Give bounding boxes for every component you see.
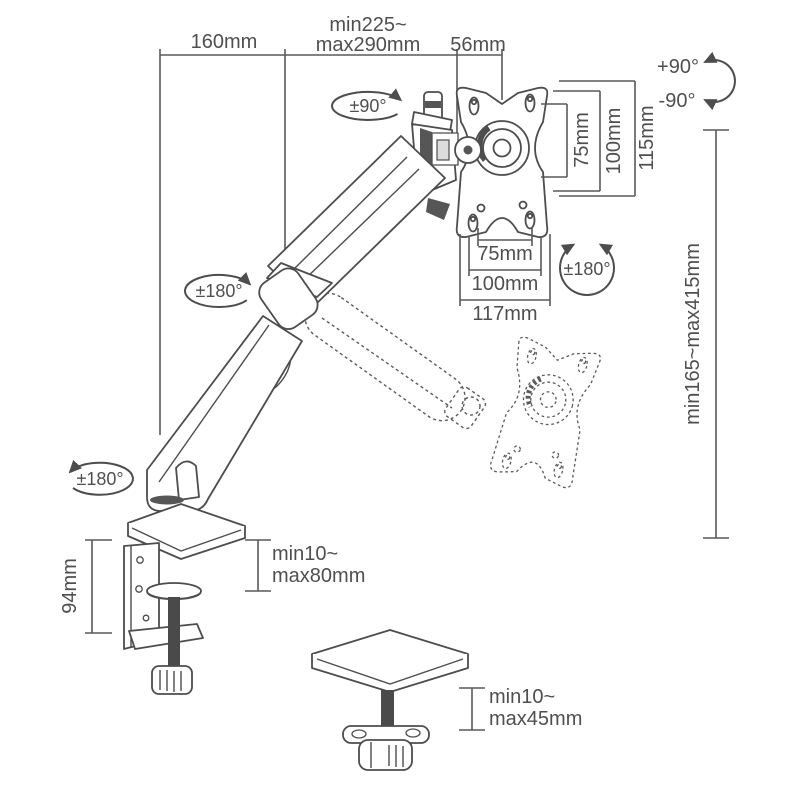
elbow-swivel-arrow xyxy=(184,272,252,308)
dim-grommet-range xyxy=(459,687,485,731)
dim-vesa-h-100 xyxy=(468,236,542,276)
label-vesa-rotation: ±180° xyxy=(563,259,610,279)
dim-vesa-h-75 xyxy=(477,228,533,246)
dimension-labels: 160mm min225~ max290mm 56mm +90° -90° ±9… xyxy=(59,14,704,730)
label-head-swivel: ±90° xyxy=(349,96,386,116)
label-vesa-h-100: 100mm xyxy=(472,273,539,295)
lower-arm xyxy=(146,315,303,512)
clamp-screw xyxy=(168,597,180,669)
label-head-depth: 56mm xyxy=(450,34,506,56)
label-base-swivel: ±180° xyxy=(76,469,123,489)
label-grommet-range-1: min10~ xyxy=(489,686,555,708)
dim-vesa-h-117 xyxy=(459,234,551,306)
ghost-vesa-plate xyxy=(489,336,601,489)
dim-height-range xyxy=(703,129,729,539)
label-clamp-bracket-height: 94mm xyxy=(59,558,81,614)
dim-vesa-v-100 xyxy=(553,90,601,192)
label-desk-clamp-range-2: max80mm xyxy=(272,565,365,587)
grommet-screw xyxy=(381,690,394,736)
label-elbow-swivel: ±180° xyxy=(195,281,242,301)
label-desk-clamp-range-1: min10~ xyxy=(272,543,338,565)
label-height-range: min165~max415mm xyxy=(682,243,704,425)
grommet-knob xyxy=(358,739,413,771)
label-vesa-v-115: 115mm xyxy=(636,105,658,170)
label-arm-extension-1: min225~ xyxy=(329,14,406,36)
label-tilt-down: -90° xyxy=(659,90,696,112)
clamp-knob xyxy=(151,665,193,695)
extension-lines xyxy=(159,49,503,435)
label-vesa-v-100: 100mm xyxy=(603,108,625,175)
label-tilt-up: +90° xyxy=(657,56,699,78)
dim-vesa-v-75 xyxy=(541,103,568,178)
label-vesa-v-75: 75mm xyxy=(571,112,593,168)
label-grommet-range-2: max45mm xyxy=(489,708,582,730)
dim-94mm xyxy=(85,539,112,634)
tilt-arrow xyxy=(703,51,736,111)
vesa-rotation-arrow xyxy=(559,243,615,296)
dim-clamp-range xyxy=(245,539,271,592)
head-swivel-arrow xyxy=(331,88,403,121)
base-rotation-ring xyxy=(150,495,184,505)
dim-vesa-v-115 xyxy=(559,80,636,197)
label-vesa-h-75: 75mm xyxy=(477,243,533,265)
label-vesa-h-117: 117mm xyxy=(472,303,537,325)
ghost-arm-position xyxy=(304,292,601,489)
base-swivel-arrow xyxy=(68,459,134,496)
desk-clamp-base xyxy=(123,503,246,695)
label-arm-extension-2: max290mm xyxy=(316,34,420,56)
grommet-mount xyxy=(311,629,469,771)
rotation-arrows xyxy=(68,51,736,496)
label-arm-reach: 160mm xyxy=(191,31,258,53)
dimension-lines xyxy=(85,80,729,731)
